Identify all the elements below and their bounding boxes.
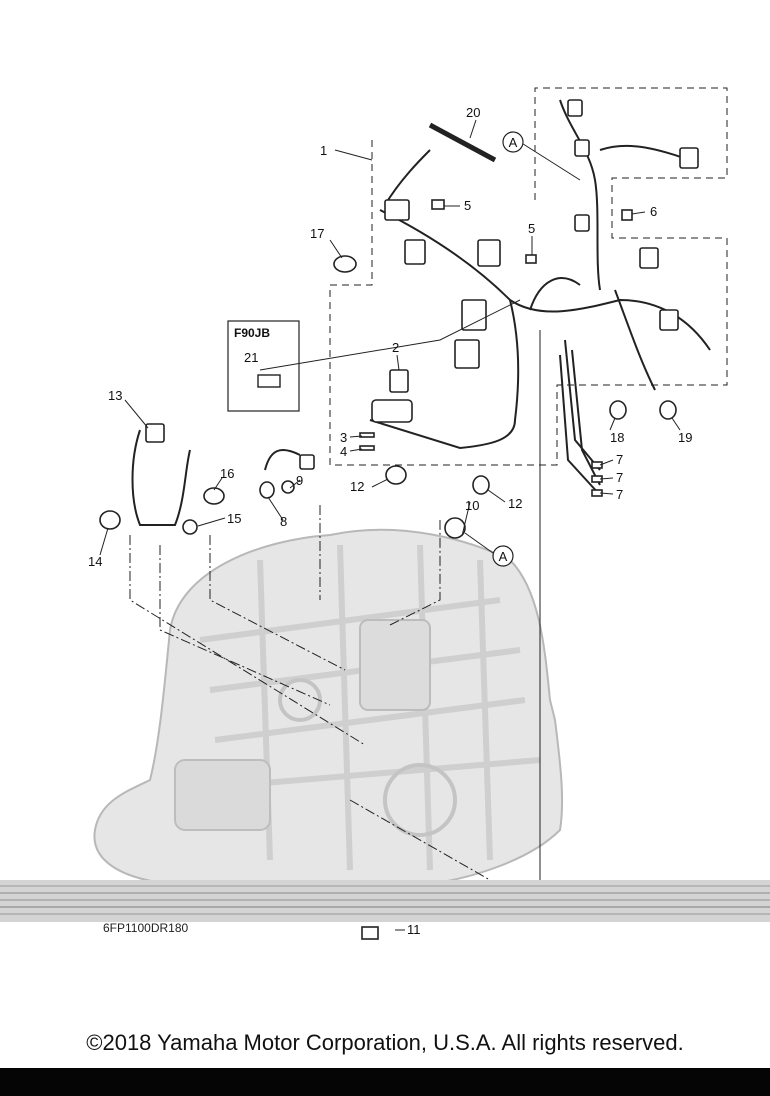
wire-harness: [131, 99, 711, 526]
callout-5b: 5: [528, 221, 535, 236]
callout-8: 8: [280, 514, 287, 529]
callout-7b: 7: [616, 470, 623, 485]
callout-16: 16: [220, 466, 234, 481]
callout-13: 13: [108, 388, 122, 403]
callout-7a: 7: [616, 452, 623, 467]
leader-lines: [99, 119, 681, 931]
engine-block-illustration: [93, 528, 564, 886]
reference-marks: A A: [492, 131, 524, 567]
callout-21: 21: [244, 350, 258, 365]
variant-box-label: F90JB: [234, 326, 270, 340]
callout-12a: 12: [350, 479, 364, 494]
reference-mark-top: A: [509, 135, 518, 150]
connectors: [145, 99, 699, 470]
callouts: 1 2 3 4 5 5 6 7 7 7 8 9 10 11 12 12 13 1…: [88, 105, 692, 937]
guide-lines: [129, 505, 491, 881]
reference-mark-bottom: A: [499, 549, 508, 564]
callout-7c: 7: [616, 487, 623, 502]
callout-9: 9: [296, 473, 303, 488]
copyright-notice: ©2018 Yamaha Motor Corporation, U.S.A. A…: [86, 1030, 684, 1055]
callout-6: 6: [650, 204, 657, 219]
callout-15: 15: [227, 511, 241, 526]
callout-20: 20: [466, 105, 480, 120]
callout-3: 3: [340, 430, 347, 445]
callout-12b: 12: [508, 496, 522, 511]
drawing-number: 6FP1100DR180: [103, 921, 188, 935]
group-outlines: [329, 87, 728, 466]
scan-noise-band: [0, 880, 770, 922]
callout-10: 10: [465, 498, 479, 513]
callout-2: 2: [392, 340, 399, 355]
variant-box: F90JB: [227, 320, 300, 412]
callout-17: 17: [310, 226, 324, 241]
callout-4: 4: [340, 444, 347, 459]
callout-11: 11: [407, 922, 421, 937]
callout-1: 1: [320, 143, 327, 158]
callout-14: 14: [88, 554, 102, 569]
callout-18: 18: [610, 430, 624, 445]
bottom-black-bar: [0, 1068, 770, 1096]
small-parts: [99, 122, 677, 940]
callout-19: 19: [678, 430, 692, 445]
callout-5a: 5: [464, 198, 471, 213]
